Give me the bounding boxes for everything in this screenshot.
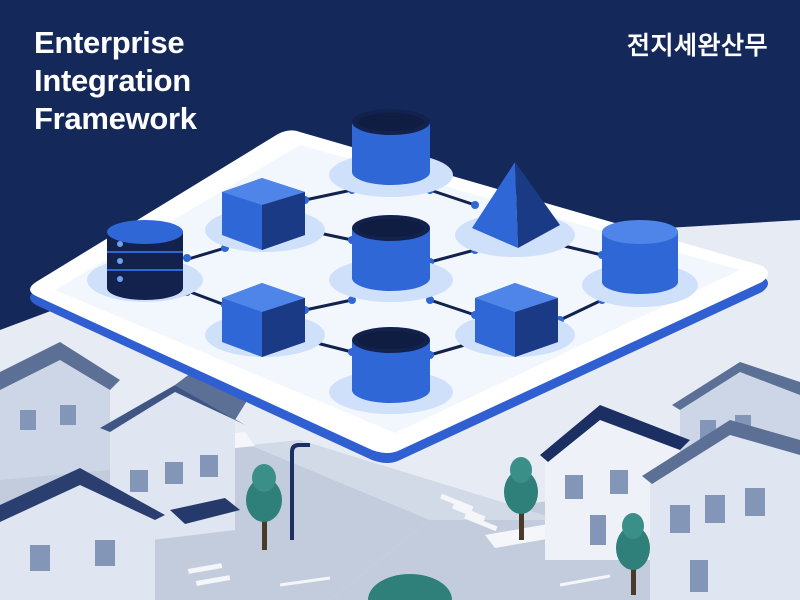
- database-server-icon: [107, 220, 183, 300]
- trees: [246, 457, 650, 600]
- cube-icon: [222, 283, 305, 357]
- headline-line-3: Framework: [34, 101, 197, 136]
- cube-icon: [475, 283, 558, 357]
- cylinder-icon: [352, 109, 430, 185]
- headline-line-2: Integration: [34, 63, 191, 98]
- cylinder-icon: [602, 220, 678, 294]
- cylinder-icon: [352, 215, 430, 291]
- street-lamp: [290, 443, 310, 540]
- houses-right: [540, 362, 800, 600]
- headline: Enterprise Integration Framework: [34, 24, 294, 138]
- pyramid-icon: [472, 162, 560, 248]
- connectors: [184, 188, 603, 357]
- cylinder-icon: [352, 327, 430, 403]
- korean-label: 전지세완산무: [626, 31, 768, 60]
- headline-line-1: Enterprise: [34, 25, 185, 60]
- cube-icon: [222, 178, 305, 250]
- houses-left: [0, 342, 260, 600]
